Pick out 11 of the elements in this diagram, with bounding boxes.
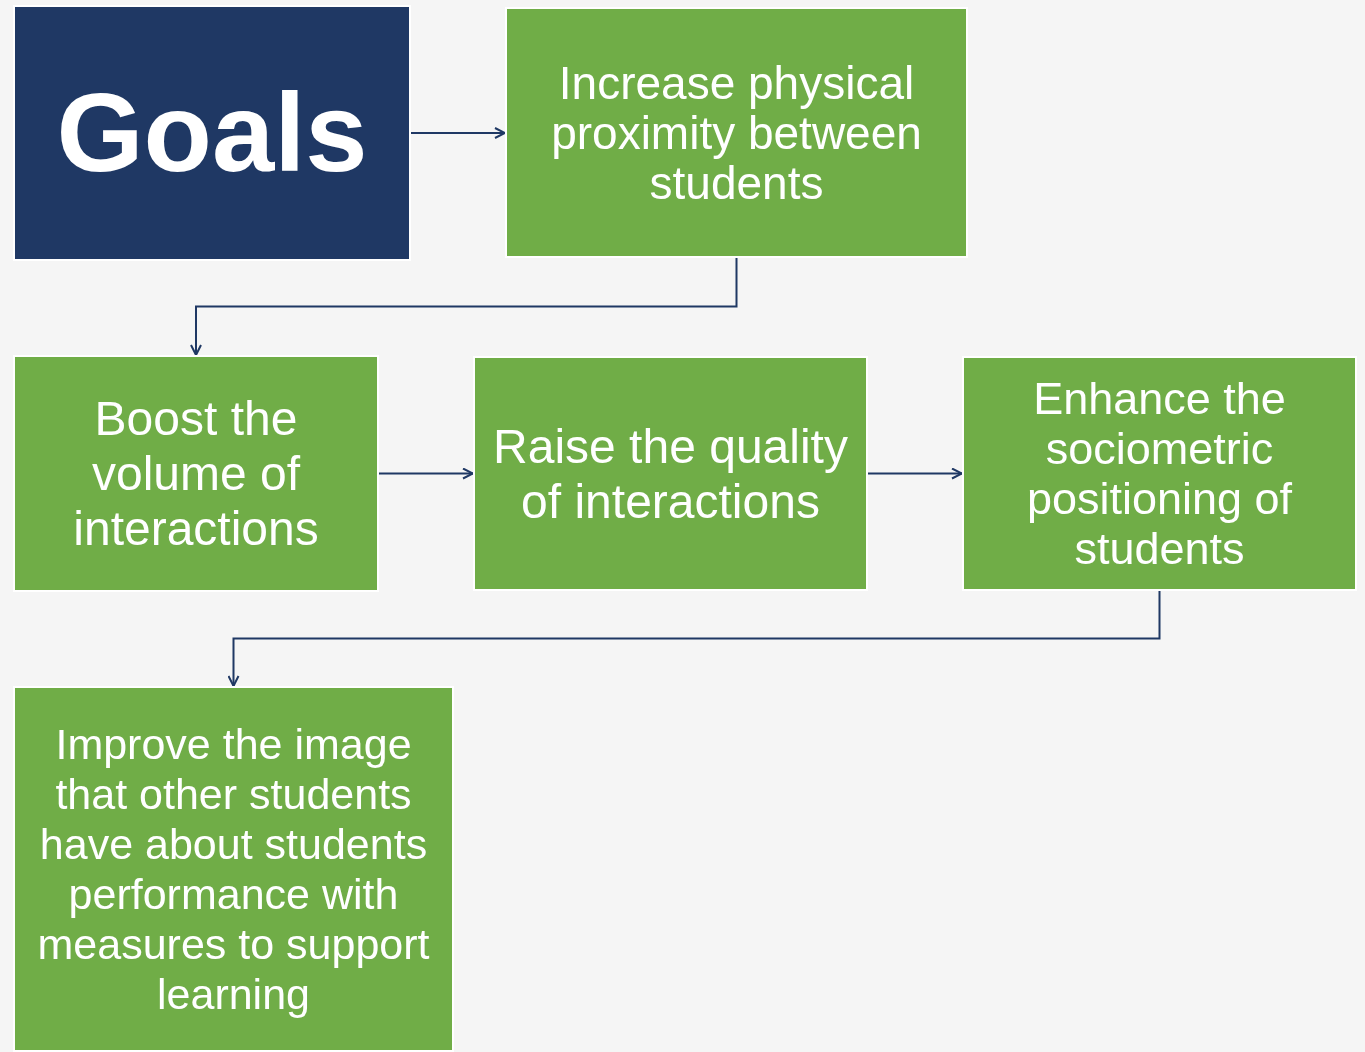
goal-box: Enhance the sociometric positioning of students (962, 356, 1357, 591)
goal-box: Boost the volume of interactions (13, 355, 379, 592)
arrow (378, 467, 474, 480)
goal-box: Raise the quality of interactions (473, 356, 868, 591)
arrow (410, 127, 506, 139)
goal-box: Increase physical proximity between students (505, 7, 968, 258)
arrow (227, 590, 1161, 687)
title-box: Goals (13, 5, 411, 261)
arrow (190, 257, 738, 356)
goal-box: Improve the image that other students have about students performance with measures to support learning (13, 686, 454, 1052)
arrow (867, 467, 963, 480)
